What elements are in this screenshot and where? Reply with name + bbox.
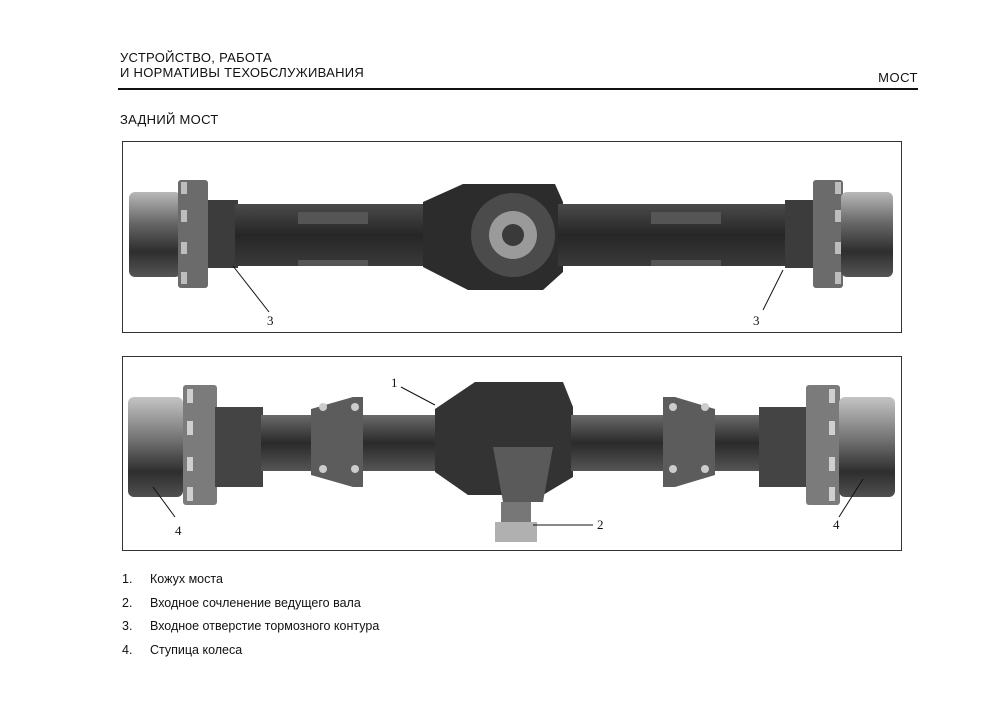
legend-item: 4. Ступица колеса bbox=[122, 643, 379, 667]
legend-text: Входное отверстие тормозного контура bbox=[150, 619, 380, 633]
legend-item: 2. Входное сочленение ведущего вала bbox=[122, 596, 379, 620]
page-title: ЗАДНИЙ МОСТ bbox=[120, 112, 219, 127]
legend-item: 1. Кожух моста bbox=[122, 572, 379, 596]
legend-text: Ступица колеса bbox=[150, 642, 243, 657]
axle-top-view-figure: 3 3 bbox=[122, 141, 902, 333]
header-line-1: УСТРОЙСТВО, РАБОТА bbox=[120, 50, 273, 65]
axle-top-view-drawing: 3 3 bbox=[129, 180, 893, 328]
header-line-2: И НОРМАТИВЫ ТЕХОБСЛУЖИВАНИЯ bbox=[120, 65, 365, 80]
callout-3-left: 3 bbox=[267, 313, 274, 328]
callout-3-right: 3 bbox=[753, 313, 760, 328]
callout-2: 2 bbox=[597, 517, 604, 532]
callout-4-left: 4 bbox=[175, 523, 182, 538]
axle-front-view-figure: 1 2 4 4 bbox=[122, 356, 902, 551]
parts-legend: 1. Кожух моста 2. Входное сочленение вед… bbox=[122, 572, 379, 666]
section-name: МОСТ bbox=[878, 70, 918, 85]
legend-text: Кожух моста bbox=[150, 572, 223, 586]
legend-number: 3. bbox=[122, 619, 133, 633]
header-divider bbox=[118, 88, 918, 90]
axle-front-view-drawing: 1 2 4 4 bbox=[128, 375, 895, 542]
legend-number: 2. bbox=[122, 595, 133, 610]
legend-number: 4. bbox=[122, 642, 133, 657]
document-header: УСТРОЙСТВО, РАБОТА И НОРМАТИВЫ ТЕХОБСЛУЖ… bbox=[120, 50, 364, 80]
legend-number: 1. bbox=[122, 572, 133, 586]
callout-1: 1 bbox=[391, 375, 398, 390]
callout-4-right: 4 bbox=[833, 517, 840, 532]
legend-item: 3. Входное отверстие тормозного контура bbox=[122, 619, 379, 643]
legend-text: Входное сочленение ведущего вала bbox=[150, 595, 361, 610]
